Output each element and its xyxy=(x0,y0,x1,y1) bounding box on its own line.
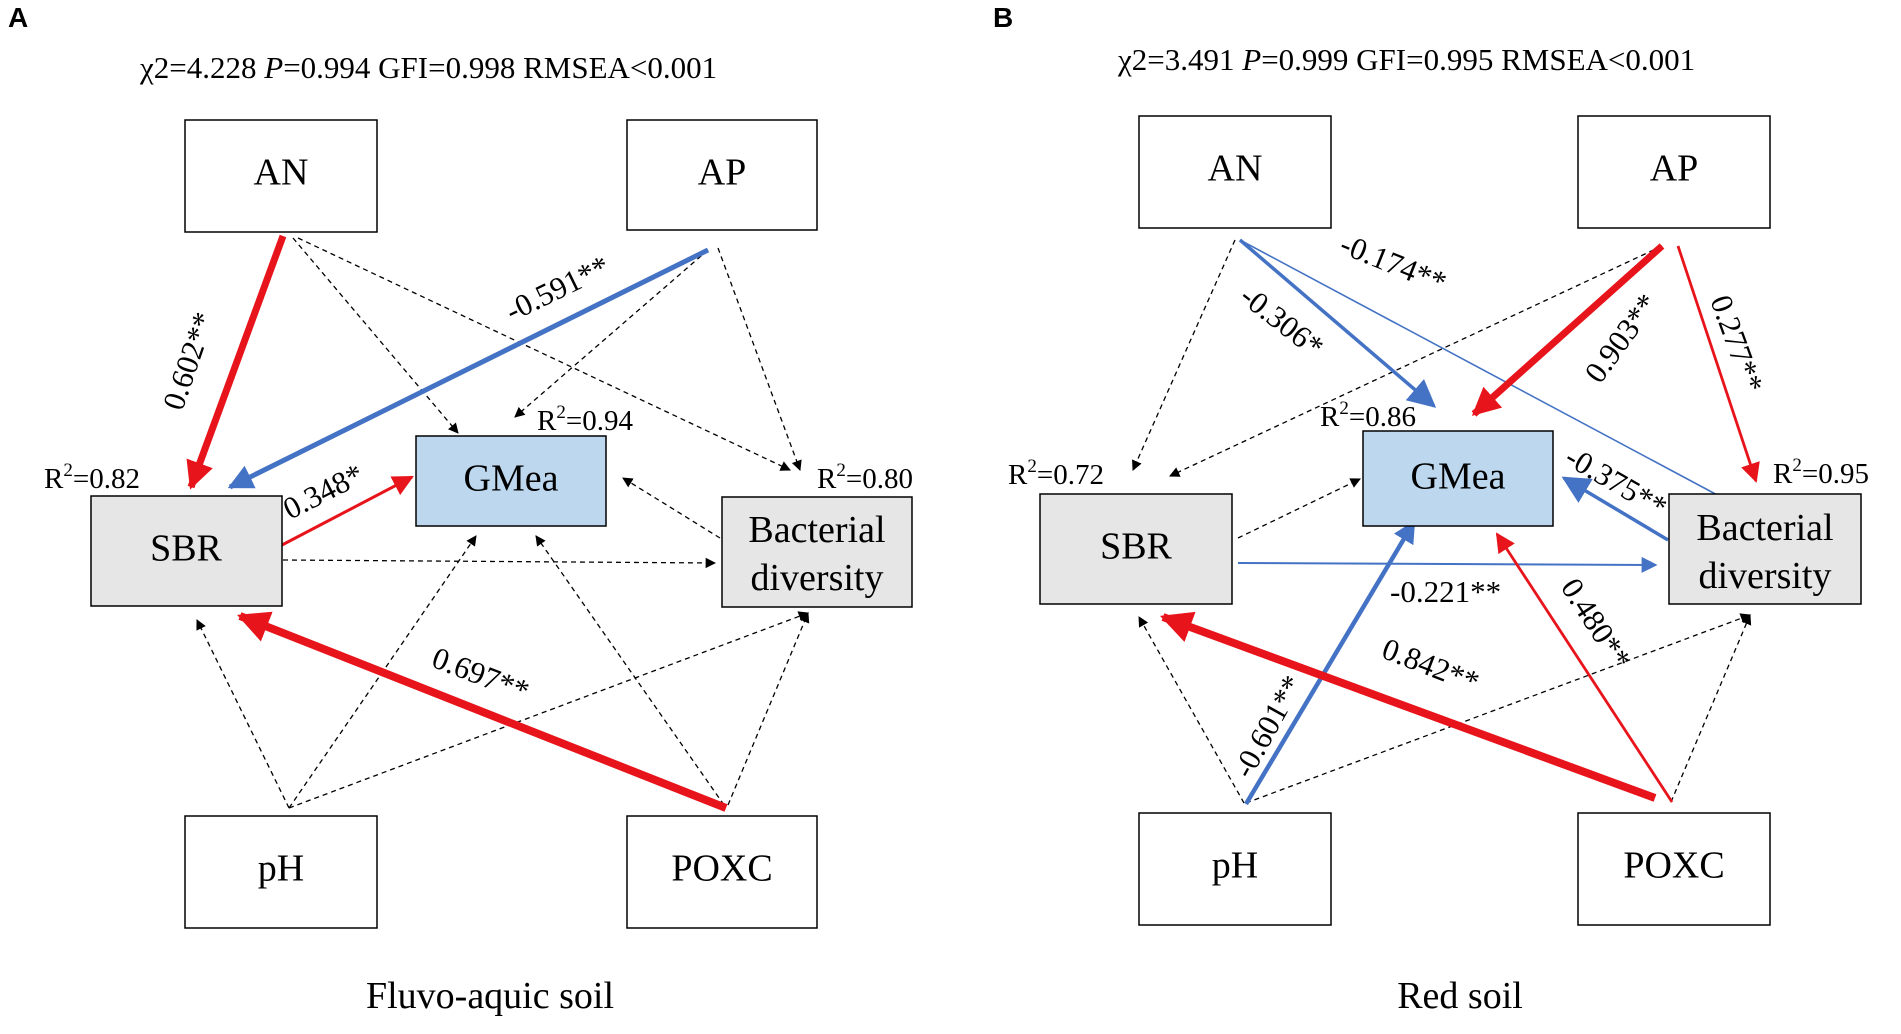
node-bacterial-diversity-label-line2: diversity xyxy=(1699,555,1832,597)
coef-an-to-bacterial-diversity: -0.174** xyxy=(1335,226,1451,300)
node-ph: pH xyxy=(1138,812,1332,926)
node-bacterial-diversity: Bacterial diversity xyxy=(1668,493,1862,605)
node-ap: AP xyxy=(1577,115,1771,229)
coef-poxc-to-gmea: 0.480** xyxy=(1554,572,1638,676)
coef-an-to-sbr: 0.602** xyxy=(156,308,222,415)
path-sbr-to-gmea xyxy=(1237,478,1361,539)
node-ph: pH xyxy=(184,815,378,929)
coef-sbr-to-gmea: 0.348* xyxy=(277,456,369,526)
node-gmea: GMea xyxy=(1362,430,1554,527)
node-bacterial-diversity-label-line1: Bacterial xyxy=(1696,507,1833,549)
node-ap-label: AP xyxy=(1650,148,1699,190)
coef-ap-to-sbr: -0.591** xyxy=(500,248,615,328)
node-gmea-label: GMea xyxy=(464,458,559,500)
path-bacterial-diversity-to-gmea xyxy=(622,477,721,539)
node-an-label: AN xyxy=(254,152,309,194)
path-an-to-gmea xyxy=(1238,238,1437,408)
r2-sbr: R2=0.72 xyxy=(1008,456,1104,491)
path-poxc-to-sbr xyxy=(1159,611,1657,802)
r2-bacterial-diversity: R2=0.80 xyxy=(817,460,913,495)
coef-an-to-gmea: -0.306* xyxy=(1234,278,1331,364)
node-sbr: SBR xyxy=(90,495,283,607)
path-sbr-to-bacterial-diversity xyxy=(1237,556,1658,573)
path-an-to-bacterial-diversity xyxy=(1239,239,1738,506)
node-bacterial-diversity-label-line1: Bacterial xyxy=(748,509,885,551)
path-poxc-to-bacterial-diversity xyxy=(1670,614,1752,803)
node-poxc-label: POXC xyxy=(1623,845,1724,887)
path-an-to-bacterial-diversity xyxy=(297,237,791,471)
path-bacterial-diversity-to-gmea xyxy=(1561,476,1669,542)
node-ph-label: pH xyxy=(258,848,304,890)
r2-gmea: R2=0.86 xyxy=(1320,398,1416,433)
node-sbr-label: SBR xyxy=(1100,526,1172,568)
coef-bacterial-diversity-to-gmea: -0.375** xyxy=(1560,439,1674,525)
path-ph-to-gmea xyxy=(1244,520,1416,806)
panel-b: B χ2=3.491 P=0.999 GFI=0.995 RMSEA<0.001… xyxy=(993,2,1869,1017)
node-an-label: AN xyxy=(1208,148,1263,190)
path-poxc-to-gmea xyxy=(1495,532,1674,803)
path-ap-to-gmea xyxy=(1471,243,1665,417)
node-an: AN xyxy=(184,119,378,233)
node-ap-label: AP xyxy=(698,152,747,194)
path-ap-to-bacterial-diversity xyxy=(1676,245,1760,483)
panel-b-caption: Red soil xyxy=(1397,975,1523,1017)
r2-sbr: R2=0.82 xyxy=(44,460,140,495)
panel-a-fit-statistics: χ2=4.228 P=0.994 GFI=0.998 RMSEA<0.001 xyxy=(139,50,717,85)
node-poxc: POXC xyxy=(626,815,818,929)
path-ph-to-bacterial-diversity xyxy=(1245,613,1751,804)
path-poxc-to-bacterial-diversity xyxy=(727,612,810,806)
path-ap-to-sbr xyxy=(1169,245,1663,477)
path-ap-to-sbr xyxy=(227,247,710,490)
node-sbr: SBR xyxy=(1039,493,1233,605)
panel-a-nonsignificant-paths xyxy=(196,237,810,809)
node-poxc-label: POXC xyxy=(671,848,772,890)
path-an-to-gmea xyxy=(292,237,459,434)
panel-a-caption: Fluvo-aquic soil xyxy=(366,975,614,1017)
panel-b-fit-statistics: χ2=3.491 P=0.999 GFI=0.995 RMSEA<0.001 xyxy=(1117,42,1695,77)
node-ph-label: pH xyxy=(1212,845,1258,887)
path-an-to-sbr xyxy=(1132,239,1236,471)
node-poxc: POXC xyxy=(1577,812,1771,926)
node-sbr-label: SBR xyxy=(150,528,222,570)
panel-a: A χ2=4.228 P=0.994 GFI=0.998 RMSEA<0.001… xyxy=(8,2,913,1017)
path-poxc-to-gmea xyxy=(535,535,725,806)
path-ph-to-bacterial-diversity xyxy=(288,611,809,809)
node-bacterial-diversity-label-line2: diversity xyxy=(751,557,884,599)
panel-a-letter: A xyxy=(8,2,28,33)
node-gmea-label: GMea xyxy=(1411,456,1506,498)
coef-poxc-to-sbr: 0.842** xyxy=(1377,631,1484,700)
panel-b-nonsignificant-paths xyxy=(1132,239,1752,804)
r2-bacterial-diversity: R2=0.95 xyxy=(1773,455,1869,490)
r2-gmea: R2=0.94 xyxy=(537,402,633,437)
path-sbr-to-bacterial-diversity xyxy=(282,557,717,569)
path-poxc-to-sbr xyxy=(237,611,728,812)
coef-ap-to-bacterial-diversity: 0.277** xyxy=(1703,290,1770,397)
path-ap-to-bacterial-diversity xyxy=(717,247,802,471)
path-ap-to-gmea xyxy=(514,249,709,418)
path-an-to-sbr xyxy=(186,234,287,490)
coef-ap-to-gmea: 0.903** xyxy=(1577,287,1665,389)
node-bacterial-diversity: Bacterial diversity xyxy=(721,496,913,608)
path-sbr-to-gmea xyxy=(281,475,414,547)
path-ph-to-sbr xyxy=(196,619,290,809)
panel-b-letter: B xyxy=(993,2,1013,33)
node-ap: AP xyxy=(626,119,818,231)
node-an: AN xyxy=(1138,115,1332,229)
coef-sbr-to-bacterial-diversity: -0.221** xyxy=(1390,574,1501,609)
node-gmea: GMea xyxy=(415,435,607,527)
